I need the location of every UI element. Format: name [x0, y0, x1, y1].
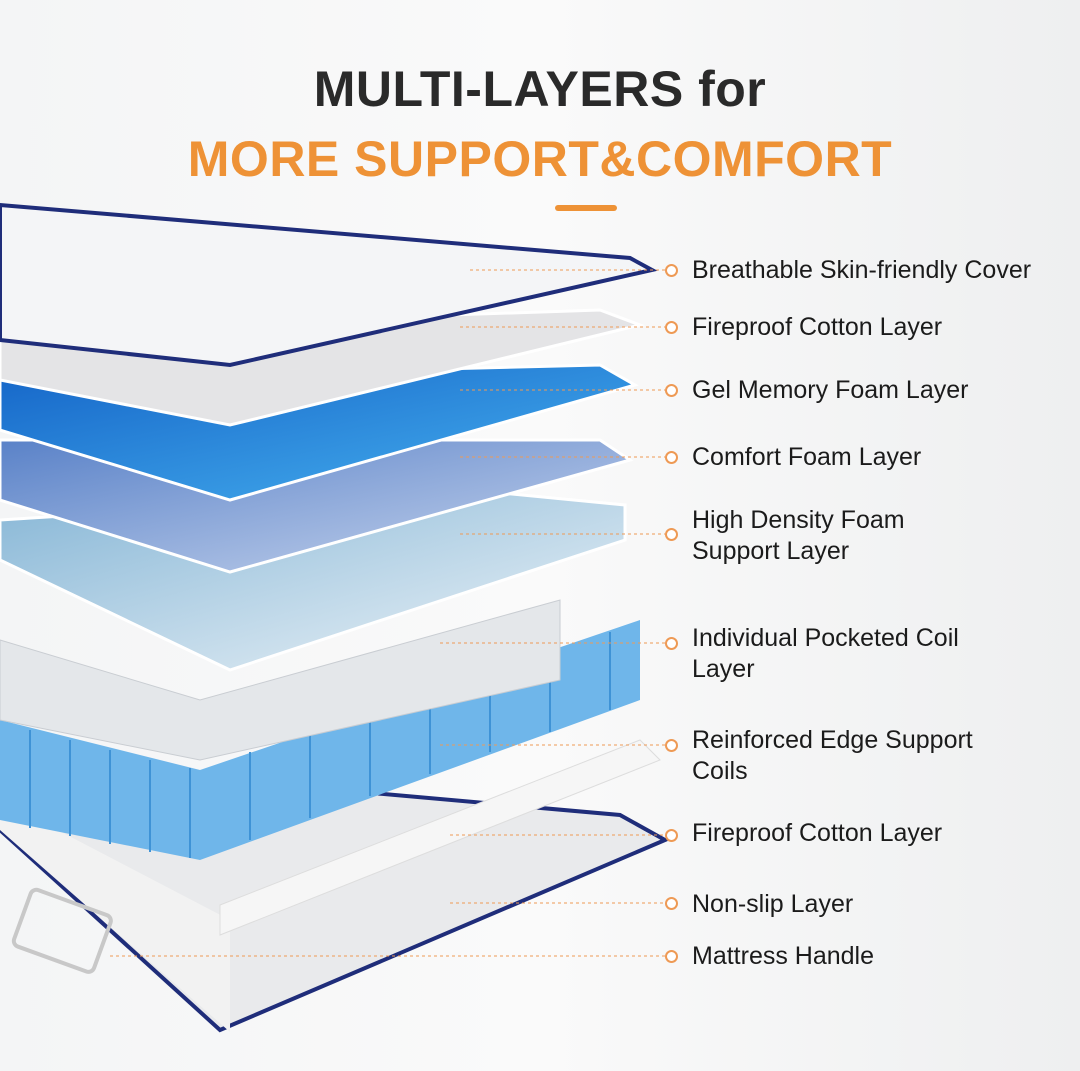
layer-label: High Density Foam Support Layer	[692, 506, 905, 565]
headline-underline	[555, 205, 617, 211]
layer-label: Individual Pocketed Coil Layer	[692, 624, 959, 683]
layer-label: Mattress Handle	[692, 942, 875, 970]
bottom-cotton	[219, 739, 661, 936]
marker-dot-icon	[665, 451, 678, 464]
layer-label: Fireproof Cotton Layer	[692, 819, 943, 847]
marker-dot-icon	[665, 264, 678, 277]
marker-dot-icon	[665, 528, 678, 541]
marker-dot-icon	[665, 321, 678, 334]
marker-dot-icon	[665, 950, 678, 963]
coil-block-white	[0, 599, 561, 761]
headline-line1: MULTI-LAYERS for	[313, 61, 767, 117]
marker-dot-icon	[665, 384, 678, 397]
layer-label: Fireproof Cotton Layer	[692, 313, 943, 341]
cover-layer	[0, 202, 658, 368]
mattress-handle	[11, 887, 113, 974]
leader-lines	[110, 269, 665, 957]
marker-dot-icon	[665, 637, 678, 650]
layer-label: Reinforced Edge Support Coils	[692, 726, 973, 785]
layer-label: Breathable Skin-friendly Cover	[692, 256, 1032, 284]
marker-dot-icon	[665, 739, 678, 752]
layer-label: Gel Memory Foam Layer	[692, 376, 969, 404]
marker-dot-icon	[665, 897, 678, 910]
layer-label: Comfort Foam Layer	[692, 443, 922, 471]
marker-dot-icon	[665, 829, 678, 842]
layer-label: Non-slip Layer	[692, 890, 854, 918]
bottom-side	[0, 800, 230, 1032]
headline-line2: MORE SUPPORT&COMFORT	[187, 131, 893, 187]
